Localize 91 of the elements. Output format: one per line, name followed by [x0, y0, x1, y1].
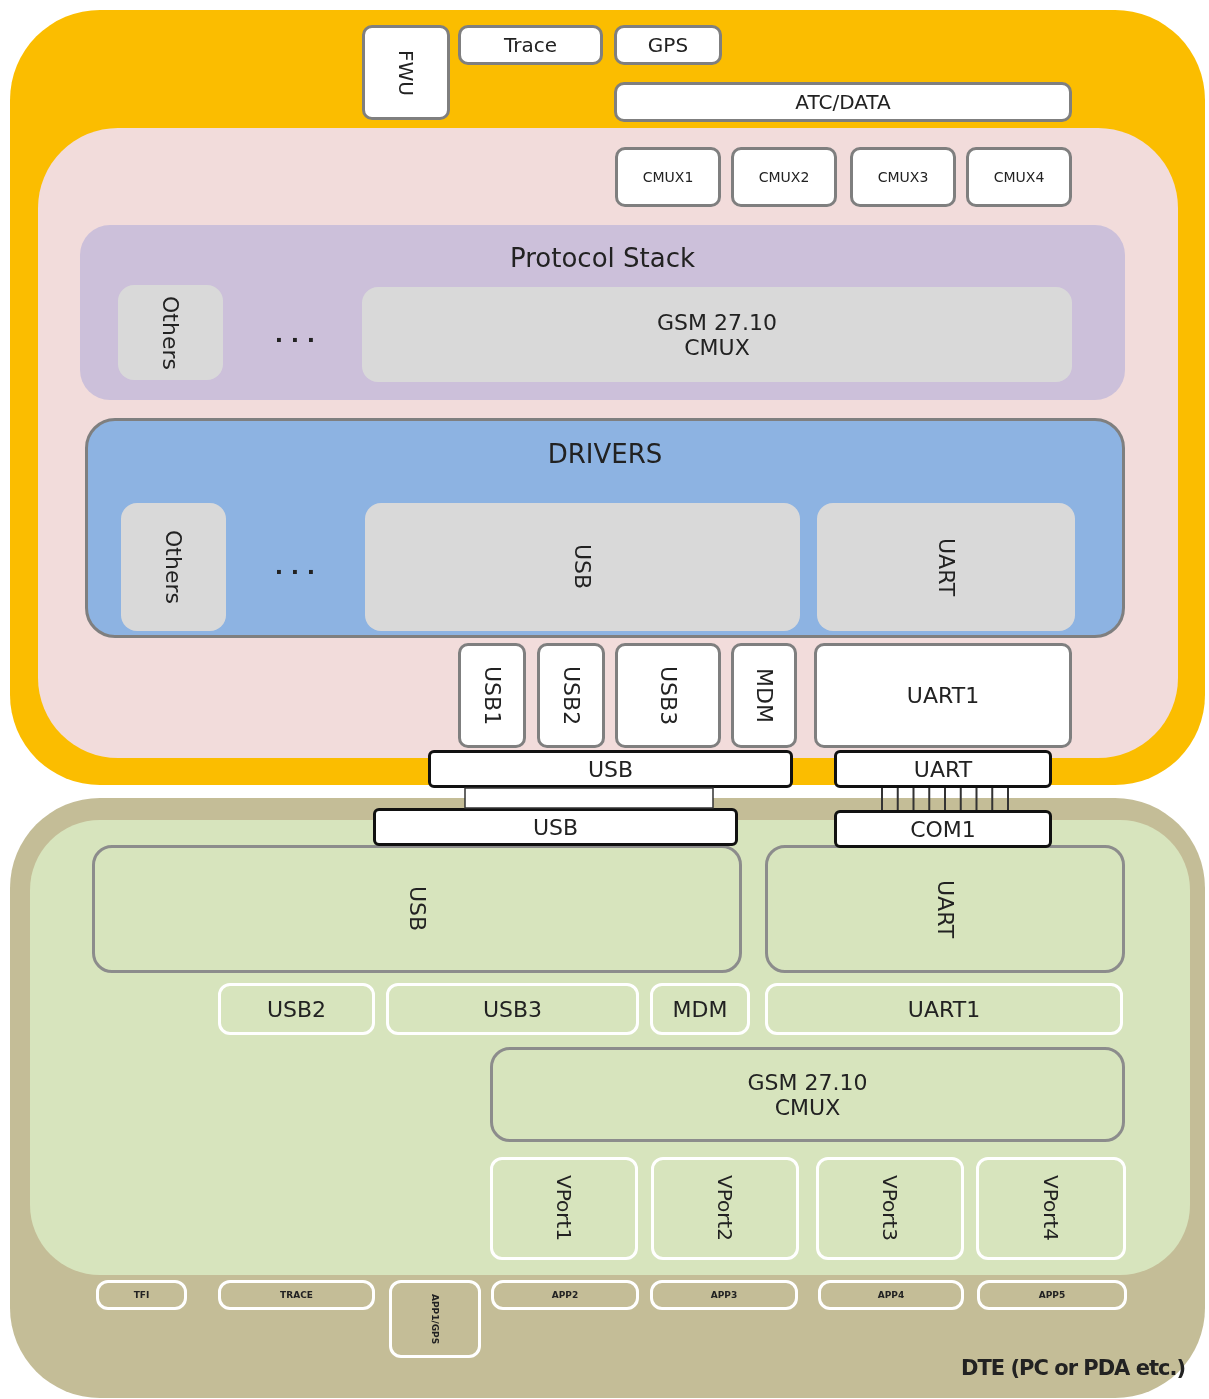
module-block: [362, 287, 1072, 382]
block-label: USB: [532, 814, 579, 840]
host-port-box: [977, 1280, 1127, 1310]
block-label: UART: [932, 879, 958, 939]
block-label: MDM: [751, 668, 777, 723]
host-port-box: [650, 983, 750, 1035]
connector-box: [428, 750, 793, 788]
block-label: VPort1: [552, 1175, 576, 1242]
host-port-box: [818, 1280, 964, 1310]
block-label: VPort4: [1039, 1175, 1063, 1242]
ellipsis-text: . . .: [273, 554, 317, 579]
block-label: APP2: [551, 1290, 579, 1300]
port-box: [614, 82, 1072, 122]
host-port-box: [386, 983, 639, 1035]
block-label: CMUX4: [993, 169, 1045, 185]
block-label: VPort3: [878, 1175, 902, 1242]
module-panel: [10, 10, 1205, 785]
panel-heading: DTE (PC or PDA etc.): [961, 1356, 1185, 1380]
protocol-stack-panel: [80, 225, 1125, 400]
host-port-box: [765, 983, 1123, 1035]
block-label: UART1: [906, 683, 980, 708]
block-label: APP4: [877, 1290, 905, 1300]
host-port-box: [650, 1280, 798, 1310]
block-label: USB: [587, 756, 634, 782]
host-port-box: [976, 1157, 1126, 1260]
block-label: GSM 27.10 CMUX: [656, 309, 778, 360]
port-box: [458, 643, 526, 748]
port-box: [615, 147, 721, 207]
block-label: GPS: [647, 33, 689, 57]
block-label: APP3: [710, 1290, 738, 1300]
block-label: COM1: [910, 816, 976, 842]
block-label: USB1: [479, 665, 505, 726]
block-label: CMUX2: [758, 169, 810, 185]
port-box: [362, 25, 450, 120]
block-label: Trace: [503, 33, 558, 57]
wire-bundle: [881, 787, 1009, 811]
connector-box: [834, 810, 1052, 848]
connector-box: [834, 750, 1052, 788]
block-label: UART: [933, 537, 959, 597]
port-box: [458, 25, 603, 65]
block-label: USB: [570, 544, 595, 590]
host-port-box: [651, 1157, 799, 1260]
panel-heading: DRIVERS: [547, 439, 663, 469]
block-label: USB3: [655, 665, 681, 726]
block-label: APP1/GPS: [430, 1293, 440, 1345]
port-box: [614, 25, 722, 65]
port-box: [731, 643, 797, 748]
block-label: TFI: [133, 1290, 150, 1300]
block-label: CMUX3: [877, 169, 929, 185]
block-label: USB2: [266, 996, 327, 1022]
host-port-box: [490, 1157, 638, 1260]
block-label: USB2: [558, 665, 584, 726]
port-box: [814, 643, 1072, 748]
host-port-box: [96, 1280, 187, 1310]
module-block: [121, 503, 226, 631]
block-label: FWU: [394, 49, 418, 96]
block-label: UART: [913, 756, 973, 782]
block-label: VPort2: [713, 1175, 737, 1242]
connector-box: [373, 808, 738, 846]
module-block: [817, 503, 1075, 631]
host-software-panel: [30, 820, 1190, 1275]
bus-connector: [464, 787, 714, 809]
port-box: [537, 643, 605, 748]
module-block: [118, 285, 223, 380]
block-label: MDM: [672, 996, 728, 1022]
drivers-panel: [85, 418, 1125, 638]
block-label: Others: [158, 295, 183, 370]
ellipsis-text: . . .: [273, 322, 317, 347]
software-panel: [38, 128, 1178, 758]
host-port-box: [491, 1280, 639, 1310]
block-label: USB: [404, 886, 430, 932]
port-box: [731, 147, 837, 207]
port-box: [966, 147, 1072, 207]
block-label: APP5: [1038, 1290, 1066, 1300]
module-block: [365, 503, 800, 631]
host-port-box: [218, 1280, 375, 1310]
block-label: TRACE: [280, 1290, 313, 1300]
block-label: UART1: [907, 996, 981, 1022]
port-box: [850, 147, 956, 207]
host-port-box: [389, 1280, 481, 1358]
host-panel: [10, 798, 1205, 1398]
block-label: GSM 27.10 CMUX: [746, 1069, 869, 1120]
host-port-box: [218, 983, 375, 1035]
block-label: ATC/DATA: [795, 90, 891, 114]
host-block: [490, 1047, 1125, 1142]
block-label: USB3: [482, 996, 543, 1022]
block-label: CMUX1: [642, 169, 694, 185]
block-label: Others: [161, 530, 186, 604]
port-box: [615, 643, 721, 748]
host-port-box: [816, 1157, 964, 1260]
panel-heading: Protocol Stack: [510, 243, 695, 273]
